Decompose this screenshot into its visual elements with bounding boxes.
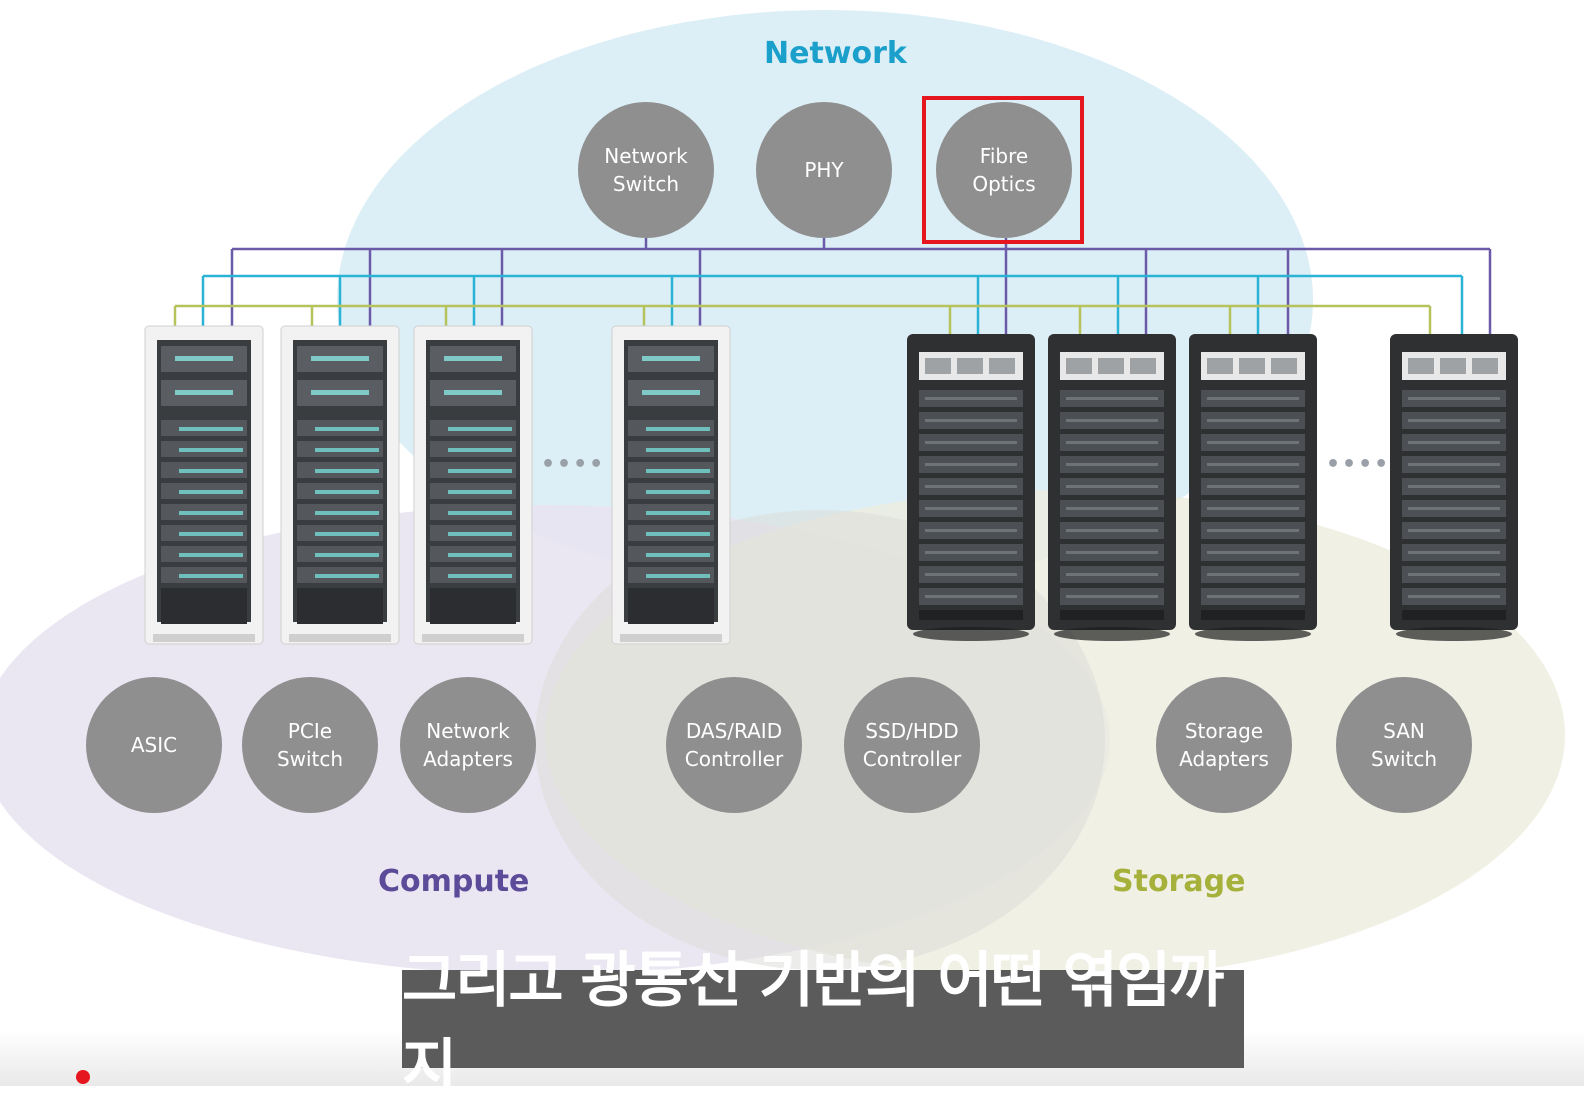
storage-server-rack <box>1390 334 1518 641</box>
phy-node: PHY <box>756 102 892 238</box>
video-subtitle: 그리고 광통신 기반의 어떤 엮임까지 <box>402 946 1244 1103</box>
storage-more-ellipsis: •••• <box>1326 452 1391 477</box>
network-label: Network <box>764 36 907 71</box>
compute-server-rack <box>144 325 264 645</box>
storage-adapters-node: Storage Adapters <box>1156 677 1292 813</box>
compute-server-rack <box>611 325 731 645</box>
compute-server-rack <box>413 325 533 645</box>
fibre-optics-highlight <box>922 96 1084 244</box>
storage-label: Storage <box>1112 864 1246 899</box>
storage-server-rack <box>907 334 1035 641</box>
pcie-switch-node: PCIe Switch <box>242 677 378 813</box>
ssd-hdd-controller-node: SSD/HDD Controller <box>844 677 980 813</box>
storage-server-rack <box>1048 334 1176 641</box>
san-switch-node: SAN Switch <box>1336 677 1472 813</box>
network-switch-node: Network Switch <box>578 102 714 238</box>
storage-server-rack <box>1189 334 1317 641</box>
das-raid-controller-node: DAS/RAID Controller <box>666 677 802 813</box>
network-adapters-node: Network Adapters <box>400 677 536 813</box>
compute-server-rack <box>280 325 400 645</box>
compute-more-ellipsis: •••• <box>541 452 606 477</box>
fibre-optics-node: Fibre Optics <box>936 102 1072 238</box>
video-progress-dot[interactable] <box>76 1070 90 1084</box>
asic-node: ASIC <box>86 677 222 813</box>
compute-label: Compute <box>378 864 530 899</box>
